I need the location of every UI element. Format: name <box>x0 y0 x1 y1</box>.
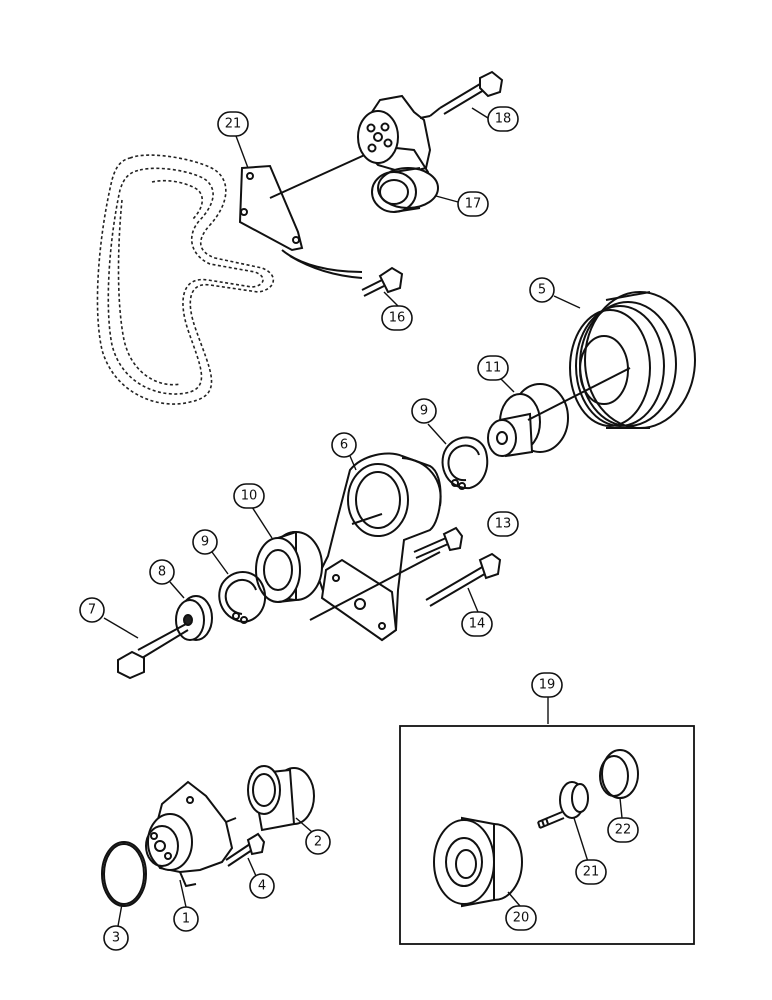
callout-1-label: 1 <box>182 912 190 927</box>
washer <box>175 595 213 641</box>
bracket-bolt <box>361 266 404 297</box>
callout-9-lower-label: 9 <box>201 535 209 550</box>
tensioner-bolt <box>429 70 504 117</box>
callout-17: 17 <box>457 191 489 217</box>
callout-6: 6 <box>331 432 357 458</box>
callout-1: 1 <box>173 906 199 932</box>
o-ring <box>101 841 147 907</box>
callout-4-label: 4 <box>258 879 266 894</box>
callout-9-upper: 9 <box>411 398 437 424</box>
callout-8-label: 8 <box>158 565 166 580</box>
callout-15: 21 <box>217 111 249 137</box>
callout-4: 4 <box>249 873 275 899</box>
callout-22-label: 22 <box>615 823 632 838</box>
callout-17-label: 17 <box>465 197 482 212</box>
callout-10-label: 10 <box>241 489 258 504</box>
callout-13-label: 13 <box>495 517 512 532</box>
callout-18-label: 18 <box>495 112 512 127</box>
callout-9-lower: 9 <box>192 529 218 555</box>
callout-3: 3 <box>103 925 129 951</box>
callout-14: 14 <box>461 611 493 637</box>
callout-16: 16 <box>381 305 413 331</box>
crankshaft-pulley <box>569 291 696 429</box>
serpentine-belt <box>96 154 274 405</box>
callout-20-label: 20 <box>513 911 530 926</box>
idler-kit-box <box>399 725 695 945</box>
pulley-hub <box>487 367 631 458</box>
callout-21: 21 <box>575 859 607 885</box>
callout-5: 5 <box>529 277 555 303</box>
pump-bolt <box>225 832 266 867</box>
kit-dust-cap <box>599 749 639 799</box>
callout-21-label: 21 <box>583 865 600 880</box>
callout-19: 19 <box>531 672 563 698</box>
pump-sleeve <box>247 765 315 832</box>
callout-5-label: 5 <box>538 283 546 298</box>
callout-11: 11 <box>477 355 509 381</box>
callout-7-label: 7 <box>88 603 96 618</box>
callout-15-label: 21 <box>225 117 242 132</box>
snap-ring-lower <box>218 571 267 624</box>
callout-2-label: 2 <box>314 835 322 850</box>
water-pump <box>145 780 237 888</box>
callout-7: 7 <box>79 597 105 623</box>
kit-bolt <box>537 781 589 829</box>
pulley-housing <box>309 452 442 642</box>
bearing <box>255 530 323 603</box>
snap-ring-upper <box>441 436 489 490</box>
callout-22: 22 <box>607 817 639 843</box>
callout-13: 13 <box>487 511 519 537</box>
callout-14-label: 14 <box>469 617 486 632</box>
callout-18: 18 <box>487 106 519 132</box>
idler-pulley <box>371 167 439 213</box>
callout-19-label: 19 <box>539 678 556 693</box>
callout-10: 10 <box>233 483 265 509</box>
callout-6-label: 6 <box>340 438 348 453</box>
tensioner-bracket <box>238 147 381 279</box>
callout-16-label: 16 <box>389 311 406 326</box>
leader-lines <box>103 107 623 927</box>
kit-idler-pulley <box>433 816 523 908</box>
callout-8: 8 <box>149 559 175 585</box>
callout-2: 2 <box>305 829 331 855</box>
center-bolt <box>117 623 189 680</box>
callout-3-label: 3 <box>112 931 120 946</box>
callout-9-upper-label: 9 <box>420 404 428 419</box>
callout-20: 20 <box>505 905 537 931</box>
callout-11-label: 11 <box>485 361 502 376</box>
housing-bolt-short <box>413 526 464 559</box>
housing-bolt-long <box>425 552 502 607</box>
belt-tensioner <box>357 94 432 192</box>
